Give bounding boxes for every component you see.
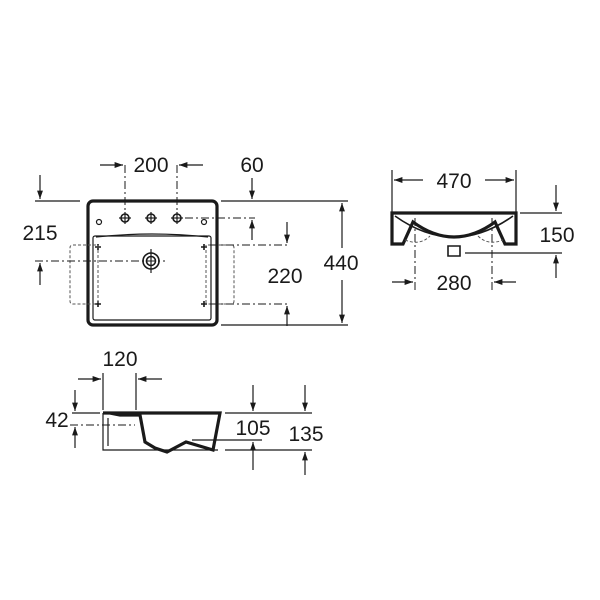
- dim-overall-depth: 440: [323, 252, 358, 275]
- tap-hole-right-icon: [171, 212, 183, 224]
- dim-drain-offset: 215: [22, 222, 57, 245]
- side-view: 120 42 105 135: [45, 348, 324, 475]
- dim-tap-hole-spacing: 200: [133, 154, 168, 177]
- dim-bracket-spacing-top: 220: [267, 265, 302, 288]
- overflow-hole-right-icon: [200, 218, 208, 226]
- dim-overflow-height: 42: [45, 409, 68, 432]
- tap-hole-left-icon: [119, 212, 131, 224]
- dim-bowl-depth: 105: [235, 417, 270, 440]
- bracket-left-hidden: [69, 244, 96, 305]
- tap-hole-center-icon: [145, 212, 157, 224]
- basin-outline: [86, 199, 219, 327]
- bowl-front-edge: [95, 233, 209, 238]
- bracket-right-hidden: [208, 244, 235, 305]
- dim-tap-hole-offset: 60: [240, 154, 263, 177]
- dim-back-to-bowl: 120: [102, 348, 137, 371]
- overflow-hole-left-icon: [95, 218, 103, 226]
- drain-spigot: [447, 245, 461, 257]
- top-view: 200 60 215 220 440: [22, 154, 359, 327]
- front-view: 470 280 150: [390, 170, 575, 295]
- dim-overall-height-side: 135: [288, 423, 323, 446]
- bowl-rim: [92, 235, 212, 321]
- basin-side-profile: [103, 411, 222, 454]
- dim-overall-width: 470: [436, 170, 471, 193]
- dim-bracket-spacing-front: 280: [436, 272, 471, 295]
- basin-front-profile: [390, 211, 518, 246]
- dim-overall-height-front: 150: [539, 224, 574, 247]
